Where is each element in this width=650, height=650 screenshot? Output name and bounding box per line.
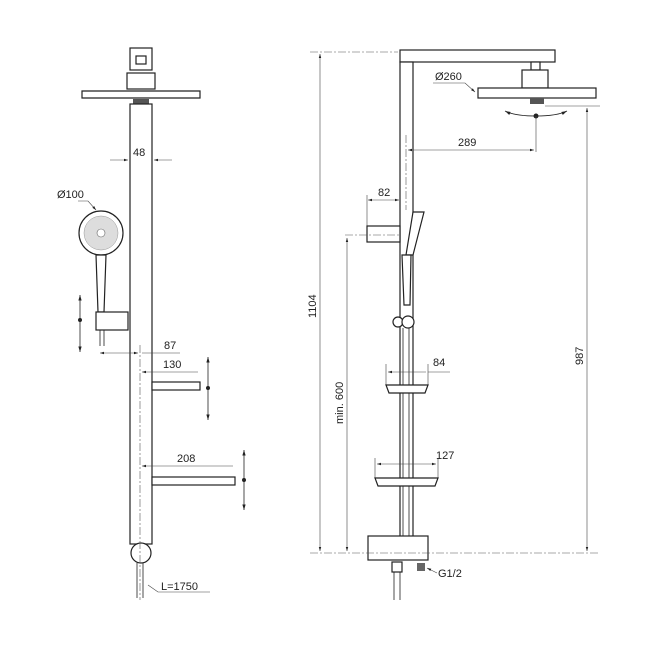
adjust-arrow-shelf-small [206, 357, 210, 420]
overhead-shower-plate [81, 90, 201, 99]
shower-arm [399, 49, 556, 63]
adjust-arrow-holder [78, 295, 82, 352]
dim-hand-shower-diameter: Ø100 [57, 189, 84, 201]
dim-holder-offset: 87 [164, 340, 176, 352]
dim-inlet-thread: G1/2 [438, 568, 462, 580]
swivel-arrow [504, 110, 568, 119]
front-view: 48 Ø100 87 130 208 L=1750 [57, 47, 246, 600]
dim-head-height: 987 [574, 347, 586, 365]
dim-shelf-small-width: 130 [163, 359, 181, 371]
dim-pipe-width: 48 [133, 147, 145, 159]
dim-min-holder-height: min. 600 [334, 382, 346, 424]
adjust-arrow-shelf-large [242, 450, 246, 510]
hand-shower-holder [95, 311, 129, 331]
shelf-large-side [374, 477, 439, 487]
dim-shelf-large-width: 208 [177, 453, 195, 465]
dim-shelf-small-depth: 84 [433, 357, 445, 369]
shelf-small-side [385, 384, 429, 394]
shelf-small [151, 381, 201, 391]
hand-shower-handle [95, 254, 107, 313]
diverter [130, 542, 152, 564]
riser-pipe [129, 103, 153, 545]
overhead-shower-side [477, 87, 597, 99]
dim-holder-projection: 82 [378, 187, 390, 199]
dim-shelf-large-depth: 127 [436, 450, 454, 462]
dim-head-diameter: Ø260 [435, 71, 462, 83]
holder-side [366, 225, 401, 243]
hand-shower-side [405, 211, 425, 256]
mixer-body [367, 535, 429, 561]
head-body [126, 72, 156, 90]
side-view: Ø260 289 82 84 127 [307, 49, 600, 600]
dim-total-height: 1104 [307, 294, 319, 318]
dim-hose-length: L=1750 [161, 581, 198, 593]
dim-arm-projection: 289 [458, 137, 476, 149]
shelf-large [151, 476, 236, 486]
